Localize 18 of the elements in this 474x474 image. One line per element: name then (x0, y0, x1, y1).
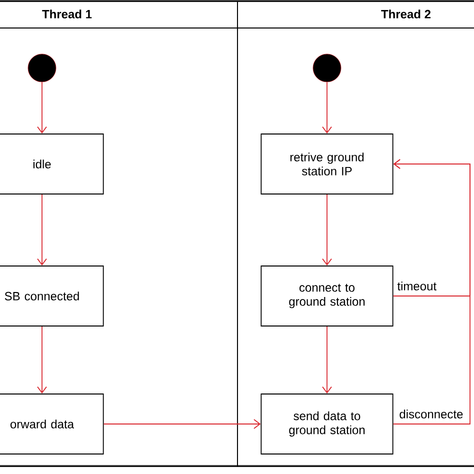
arrow (37, 82, 47, 134)
start-node (28, 54, 56, 82)
arrow (37, 326, 47, 394)
edge-label: disconnecte (398, 408, 464, 420)
arrow (322, 194, 332, 266)
arrow (322, 82, 332, 134)
arrow (37, 194, 47, 266)
state-box: send data to ground station (260, 394, 394, 454)
state-box: connect to ground station (260, 266, 394, 326)
start-node (312, 54, 342, 82)
edge-label: timeout (396, 280, 438, 292)
state-box: SB connected (0, 266, 104, 326)
state-box: retrive ground station IP (260, 134, 394, 194)
arrow (392, 159, 470, 424)
arrow (103, 419, 261, 429)
arrow (322, 326, 332, 394)
state-box: orward data (0, 394, 104, 454)
state-box: idle (0, 134, 104, 194)
